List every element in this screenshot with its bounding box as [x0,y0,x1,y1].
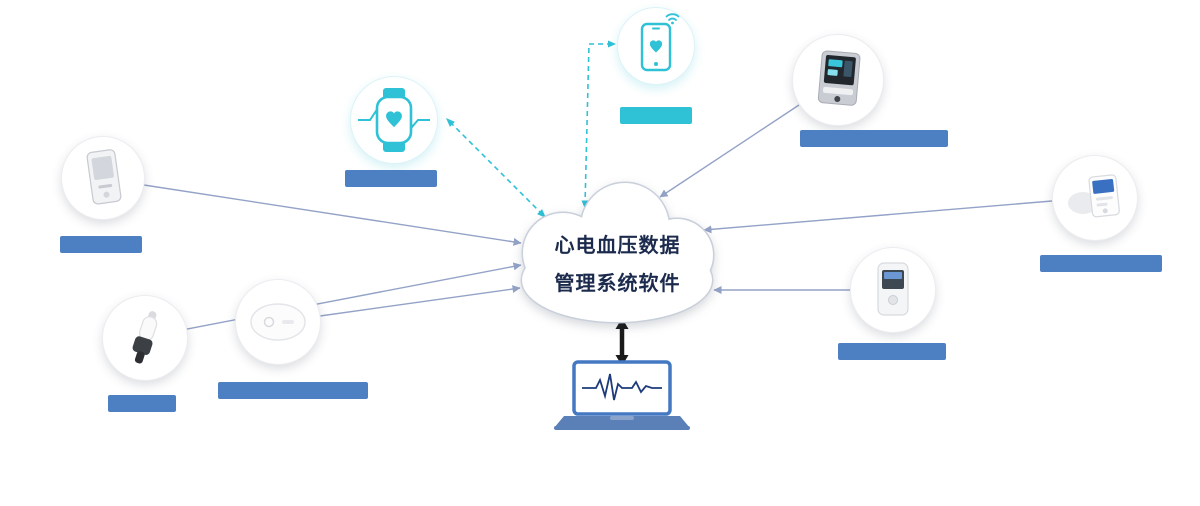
label-smartphone-app [620,107,692,124]
cloud-node: 心电血压数据 管理系统软件 [505,175,730,327]
blood-pressure-monitor-icon [817,50,861,106]
smartwatch-ecg-icon [358,88,430,152]
node-oval-recorder [235,279,321,365]
label-oval-recorder [218,382,368,399]
label-smartwatch [345,170,437,187]
cloud-title-line2: 管理系统软件 [554,273,681,295]
label-holter-recorder [838,343,946,360]
handheld-ecg-device-icon [86,149,122,205]
smartphone-heart-icon [640,13,680,72]
node-handheld-ecg-monitor [61,136,145,220]
arrowhead-to-watch [446,118,455,127]
holter-recorder-icon [877,262,909,316]
node-smartwatch [350,76,438,164]
node-ear-device [102,295,188,381]
cloud-title: 心电血压数据 管理系统软件 [505,227,730,303]
label-handheld-ecg-monitor [60,236,142,253]
label-ear-device [108,395,176,412]
laptop-ecg-icon [554,360,690,430]
oval-recorder-icon [250,303,306,341]
ambulatory-bp-device-icon [1068,174,1120,218]
node-bp-monitor [792,34,884,126]
cloud-shape [520,181,715,324]
connector-abp-to-cloud [703,200,1053,234]
label-bp-monitor [800,130,948,147]
cloud-title-line1: 心电血压数据 [554,235,681,257]
node-pc-client [552,358,692,438]
node-ambulatory-bp-recorder [1052,155,1138,241]
connector-handheld-to-cloud [143,184,522,246]
node-smartphone-app [617,7,695,85]
node-holter-recorder [850,247,936,333]
label-ambulatory-bp-recorder [1040,255,1162,272]
arrowhead-to-phone [608,40,616,48]
connector-oval-to-cloud [319,285,521,317]
ear-device-icon [132,311,158,364]
